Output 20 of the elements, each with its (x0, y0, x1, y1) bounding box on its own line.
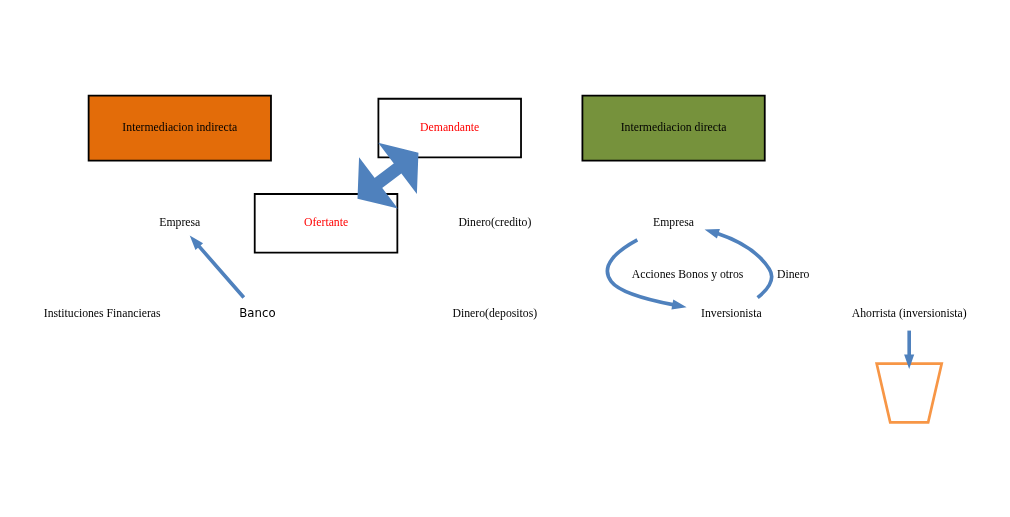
label: Dinero(depositos) (452, 306, 538, 320)
node-text: Banco (239, 305, 276, 320)
arrow (357, 142, 419, 208)
node-text: Inversionista (701, 306, 762, 320)
edge-label: Dinero (776, 267, 810, 281)
label: Dinero(credito) (458, 215, 532, 229)
node-box: Demandante (377, 97, 522, 158)
arrow (904, 330, 915, 369)
arrow (189, 235, 246, 299)
node-box: Intermediacion directa (581, 94, 766, 161)
edge-label: Acciones Bonos y otros (631, 267, 744, 281)
node-text: Ahorrista (inversionista) (851, 306, 967, 320)
node-text: Empresa (653, 215, 695, 229)
node-box: Ofertante (253, 192, 399, 254)
node-trapezoid (875, 361, 944, 424)
label: Instituciones Financieras (43, 306, 161, 320)
arrow (704, 228, 774, 299)
node-box: Intermediacion indirecta (87, 94, 272, 161)
node-text: Empresa (159, 215, 201, 229)
arrow (605, 237, 687, 310)
